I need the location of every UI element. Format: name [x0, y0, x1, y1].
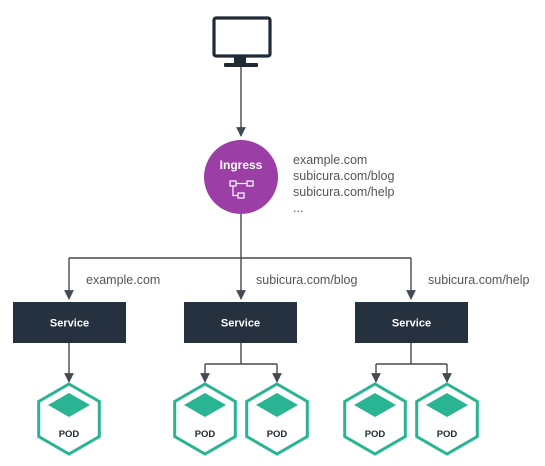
ingress-route: subicura.com/blog	[293, 169, 394, 183]
pod-hexagon	[343, 382, 407, 456]
ingress-label: Ingress	[220, 158, 263, 172]
service-route-label: subicura.com/help	[428, 273, 529, 287]
ingress-route-ellipsis: ...	[293, 201, 303, 215]
service-route-label: subicura.com/blog	[256, 273, 357, 287]
service-label: Service	[221, 318, 260, 330]
pod-label: POD	[437, 429, 458, 440]
service-to-pods-connectors	[64, 343, 452, 383]
ingress-route: subicura.com/help	[293, 185, 394, 199]
pod: POD	[173, 382, 237, 456]
pod-diamond-icon	[426, 393, 468, 417]
ingress-circle	[204, 140, 278, 214]
pod-label: POD	[267, 429, 288, 440]
monitor-icon	[212, 16, 272, 67]
pod-hexagon	[245, 382, 309, 456]
ingress-route: example.com	[293, 153, 367, 167]
pod-hexagon	[173, 382, 237, 456]
service-label: Service	[392, 318, 431, 330]
pod-label: POD	[365, 429, 386, 440]
network-topology-icon	[229, 180, 254, 199]
pod-label: POD	[59, 429, 80, 440]
pod-diamond-icon	[256, 393, 298, 417]
pod: POD	[245, 382, 309, 456]
pod-diamond-icon	[184, 393, 226, 417]
pod: POD	[343, 382, 407, 456]
service-box: Service	[184, 302, 297, 343]
service-label: Service	[50, 318, 89, 330]
ingress-node: Ingress	[204, 140, 278, 214]
pod: POD	[37, 382, 101, 456]
pod-label: POD	[195, 429, 216, 440]
service-box: Service	[355, 302, 468, 343]
pod-diamond-icon	[354, 393, 396, 417]
pods-layer: POD POD POD POD POD	[37, 382, 479, 456]
pod-hexagon	[37, 382, 101, 456]
service-box: Service	[13, 302, 126, 343]
ingress-route-list: example.com subicura.com/blog subicura.c…	[293, 153, 394, 215]
service-route-label: example.com	[86, 273, 160, 287]
ingress-to-services-connectors	[64, 214, 416, 300]
pod: POD	[415, 382, 479, 456]
pod-hexagon	[415, 382, 479, 456]
pod-diamond-icon	[48, 393, 90, 417]
